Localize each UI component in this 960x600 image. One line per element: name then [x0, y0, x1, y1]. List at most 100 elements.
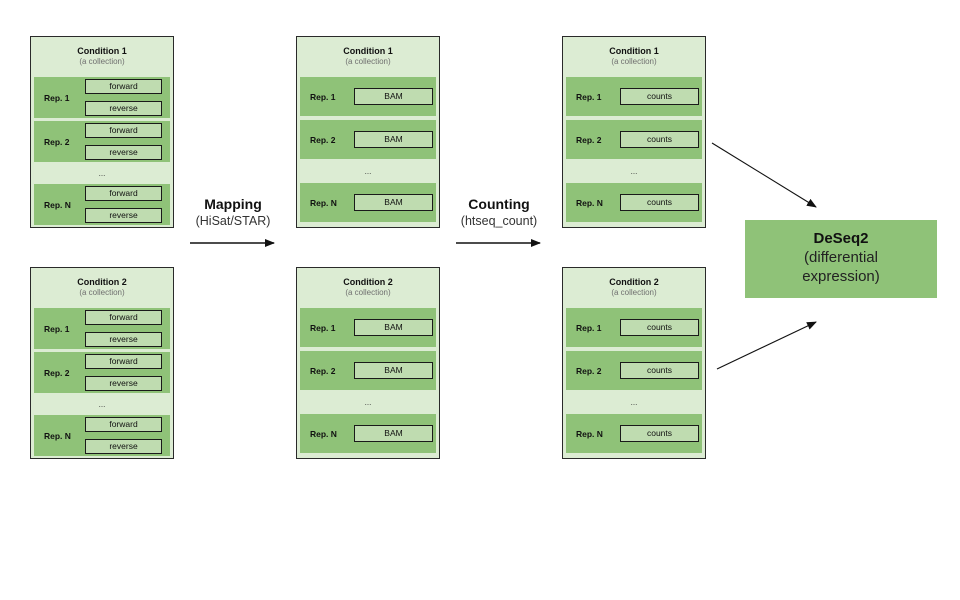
file-box: reverse: [85, 376, 162, 391]
replicate-label: Rep. 2: [576, 365, 602, 376]
replicate-label: Rep. N: [576, 428, 603, 439]
replicate-label: Rep. N: [310, 428, 337, 439]
file-box: counts: [620, 131, 699, 148]
condition-subtitle: (a collection): [611, 57, 657, 66]
replicate-label: Rep. N: [310, 197, 337, 208]
file-box: reverse: [85, 332, 162, 347]
replicate-row: Rep. 2 counts: [566, 120, 702, 159]
condition-title: Condition 2: [609, 277, 659, 287]
replicate-row: Rep. 2 counts: [566, 351, 702, 390]
mapping-step-label: Mapping (HiSat/STAR): [185, 196, 281, 229]
mapping-step-tool: (HiSat/STAR): [195, 214, 271, 228]
replicate-row: Rep. 1 counts: [566, 77, 702, 116]
condition-subtitle: (a collection): [345, 57, 391, 66]
ellipsis: ...: [364, 167, 372, 176]
condition-subtitle: (a collection): [611, 288, 657, 297]
condition-title: Condition 1: [609, 46, 659, 56]
collection-header: Condition 2(a collection): [563, 268, 705, 306]
deseq2-subtitle-line1: (differential: [804, 249, 878, 266]
replicate-label: Rep. 1: [310, 91, 336, 102]
file-box: BAM: [354, 319, 433, 336]
replicate-row: Rep. 1 BAM: [300, 308, 436, 347]
file-box: BAM: [354, 131, 433, 148]
condition2-to-deseq-arrow: [716, 321, 817, 370]
condition1-to-deseq-arrow: [711, 142, 817, 208]
replicate-row: Rep. 1 BAM: [300, 77, 436, 116]
replicate-label: Rep. 2: [44, 367, 70, 378]
file-box: reverse: [85, 208, 162, 223]
replicate-label: Rep. 2: [310, 365, 336, 376]
collection-header: Condition 1(a collection): [297, 37, 439, 75]
counting-step-label: Counting (htseq_count): [451, 196, 547, 229]
ellipsis: ...: [98, 169, 106, 178]
collection-header: Condition 2(a collection): [297, 268, 439, 306]
file-box: forward: [85, 186, 162, 201]
replicate-row: Rep. 1 forward reverse: [34, 77, 170, 118]
file-box: forward: [85, 123, 162, 138]
file-box: forward: [85, 354, 162, 369]
file-box: BAM: [354, 88, 433, 105]
file-box: counts: [620, 362, 699, 379]
replicate-label: Rep. 1: [44, 92, 70, 103]
deseq2-box: DeSeq2 (differential expression): [745, 220, 937, 298]
collection-panel: Condition 1(a collection) Rep. 1 forward re…: [30, 36, 174, 228]
file-box: counts: [620, 194, 699, 211]
ellipsis: ...: [630, 167, 638, 176]
file-box: reverse: [85, 439, 162, 454]
ellipsis: ...: [98, 400, 106, 409]
replicate-label: Rep. 2: [44, 136, 70, 147]
counting-step-tool: (htseq_count): [460, 214, 538, 228]
replicate-row: Rep. 2 BAM: [300, 120, 436, 159]
replicate-row: Rep. N forward reverse: [34, 184, 170, 225]
condition-title: Condition 2: [343, 277, 393, 287]
condition-title: Condition 1: [77, 46, 127, 56]
condition-title: Condition 1: [343, 46, 393, 56]
file-box: reverse: [85, 101, 162, 116]
replicate-row: Rep. 2 BAM: [300, 351, 436, 390]
replicate-label: Rep. 1: [310, 322, 336, 333]
replicate-row: Rep. N counts: [566, 183, 702, 222]
replicate-row: Rep. 1 forward reverse: [34, 308, 170, 349]
counting-step-title: Counting: [468, 196, 530, 212]
file-box: counts: [620, 88, 699, 105]
condition-subtitle: (a collection): [345, 288, 391, 297]
collection-header: Condition 1(a collection): [31, 37, 173, 75]
collection-header: Condition 1(a collection): [563, 37, 705, 75]
condition-title: Condition 2: [77, 277, 127, 287]
deseq2-subtitle-line2: expression): [802, 268, 880, 285]
file-box: forward: [85, 310, 162, 325]
replicate-label: Rep. 1: [44, 323, 70, 334]
file-box: forward: [85, 417, 162, 432]
condition-subtitle: (a collection): [79, 288, 125, 297]
replicate-row: Rep. N BAM: [300, 414, 436, 453]
replicate-label: Rep. 1: [576, 91, 602, 102]
file-box: BAM: [354, 425, 433, 442]
file-box: reverse: [85, 145, 162, 160]
file-box: counts: [620, 425, 699, 442]
replicate-label: Rep. 2: [576, 134, 602, 145]
deseq2-title: DeSeq2: [813, 230, 869, 247]
ellipsis: ...: [630, 398, 638, 407]
replicate-label: Rep. 2: [310, 134, 336, 145]
replicate-row: Rep. 2 forward reverse: [34, 121, 170, 162]
replicate-label: Rep. N: [44, 199, 71, 210]
file-box: BAM: [354, 362, 433, 379]
replicate-label: Rep. N: [576, 197, 603, 208]
replicate-row: Rep. N BAM: [300, 183, 436, 222]
condition-subtitle: (a collection): [79, 57, 125, 66]
replicate-label: Rep. N: [44, 430, 71, 441]
file-box: forward: [85, 79, 162, 94]
replicate-row: Rep. N forward reverse: [34, 415, 170, 456]
file-box: counts: [620, 319, 699, 336]
mapping-step-title: Mapping: [204, 196, 262, 212]
replicate-row: Rep. N counts: [566, 414, 702, 453]
ellipsis: ...: [364, 398, 372, 407]
collection-header: Condition 2(a collection): [31, 268, 173, 306]
file-box: BAM: [354, 194, 433, 211]
